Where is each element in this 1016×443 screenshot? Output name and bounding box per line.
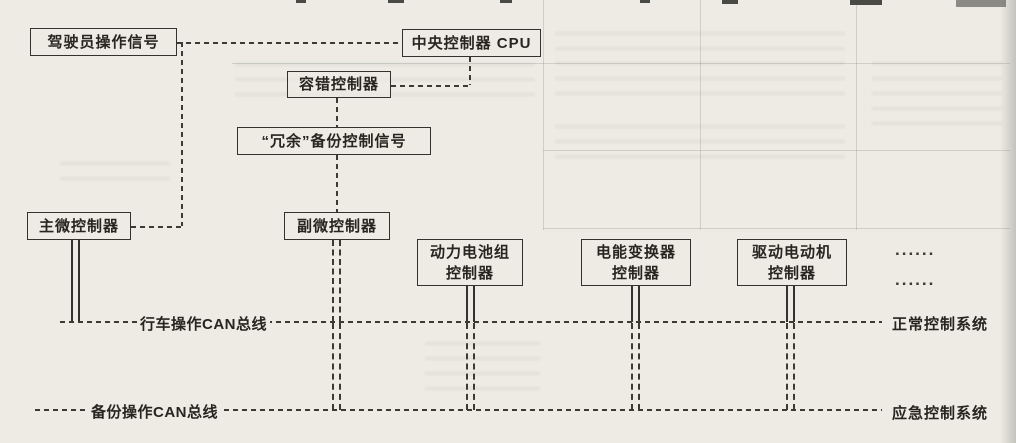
scan-artifact (388, 0, 404, 3)
central-controller-cpu-label: 中央控制器 CPU (411, 34, 532, 52)
bleed-text-artifact (555, 118, 845, 158)
main-microcontroller-box: 主微控制器 (27, 212, 131, 240)
driver-signal-box: 驾驶员操作信号 (30, 28, 177, 56)
drive-motor-controller-label-line2: 控制器 (767, 264, 816, 282)
bleed-grid-line (856, 0, 857, 230)
scan-artifact (850, 0, 882, 5)
bleed-grid-line (700, 0, 701, 230)
scan-artifact (296, 0, 306, 3)
connector-cpu-to-fault-tolerant (391, 85, 471, 87)
sub-microcontroller-box: 副微控制器 (284, 212, 390, 240)
drive-motor-controller-label-line1: 驱动电动机 (751, 243, 832, 261)
sub-microcontroller-label: 副微控制器 (296, 217, 377, 235)
drop-motor-to-drive-bus (786, 286, 795, 322)
drop-sub-mcu-to-backup-bus (332, 323, 341, 410)
normal-system-label: 正常控制系统 (892, 316, 989, 333)
bleed-grid-line (232, 63, 1010, 64)
connector-branch-to-main-mcu (131, 226, 183, 228)
scan-artifact (956, 0, 1006, 7)
power-converter-controller-label-line2: 控制器 (611, 264, 660, 282)
bleed-text-artifact (425, 330, 540, 390)
power-converter-controller-box: 电能变换器 控制器 (581, 239, 691, 286)
bleed-grid-line (543, 228, 1010, 229)
scan-artifact (500, 0, 512, 3)
bleed-text-artifact (872, 55, 1002, 125)
ellipsis-row-1: ...... (895, 240, 936, 259)
backup-can-bus-label: 备份操作CAN总线 (88, 401, 221, 422)
fault-tolerant-controller-box: 容错控制器 (287, 71, 391, 98)
bleed-grid-line (543, 0, 544, 230)
power-converter-controller-label-line1: 电能变换器 (595, 243, 676, 261)
drop-battery-to-backup-bus (466, 323, 475, 410)
connector-redundant-to-sub-mcu (336, 155, 338, 213)
battery-pack-controller-box: 动力电池组 控制器 (417, 239, 523, 286)
drive-can-bus-line (60, 321, 882, 323)
drop-main-mcu-to-drive-bus (71, 240, 80, 322)
drop-sub-mcu-to-drive-bus (332, 240, 341, 322)
driver-signal-label: 驾驶员操作信号 (47, 33, 160, 51)
emergency-system-label: 应急控制系统 (892, 405, 989, 422)
fault-tolerant-controller-label: 容错控制器 (298, 76, 379, 93)
ellipsis-row-2: ...... (895, 270, 936, 289)
redundant-backup-signal-label: “冗余”备份控制信号 (261, 132, 407, 150)
scan-artifact (640, 0, 650, 3)
bleed-text-artifact (60, 150, 170, 180)
bleed-grid-line (543, 150, 1010, 151)
connector-cpu-down (469, 57, 471, 85)
scan-artifact (722, 0, 738, 4)
connector-driver-branch-down (181, 42, 183, 226)
drive-motor-controller-box: 驱动电动机 控制器 (737, 239, 847, 286)
redundant-backup-signal-box: “冗余”备份控制信号 (237, 127, 431, 155)
drop-converter-to-drive-bus (631, 286, 640, 322)
connector-driver-to-cpu (177, 42, 403, 44)
battery-pack-controller-label-line1: 动力电池组 (429, 243, 510, 261)
connector-fault-to-redundant (336, 98, 338, 128)
bleed-text-artifact (555, 25, 845, 95)
drop-battery-to-drive-bus (466, 286, 475, 322)
drop-motor-to-backup-bus (786, 323, 795, 410)
drop-converter-to-backup-bus (631, 323, 640, 410)
battery-pack-controller-label-line2: 控制器 (445, 264, 494, 282)
backup-can-bus-line (35, 409, 882, 411)
central-controller-cpu-box: 中央控制器 CPU (402, 29, 541, 57)
page-edge-shadow (1000, 0, 1016, 443)
main-microcontroller-label: 主微控制器 (38, 217, 119, 235)
drive-can-bus-label: 行车操作CAN总线 (137, 313, 270, 334)
